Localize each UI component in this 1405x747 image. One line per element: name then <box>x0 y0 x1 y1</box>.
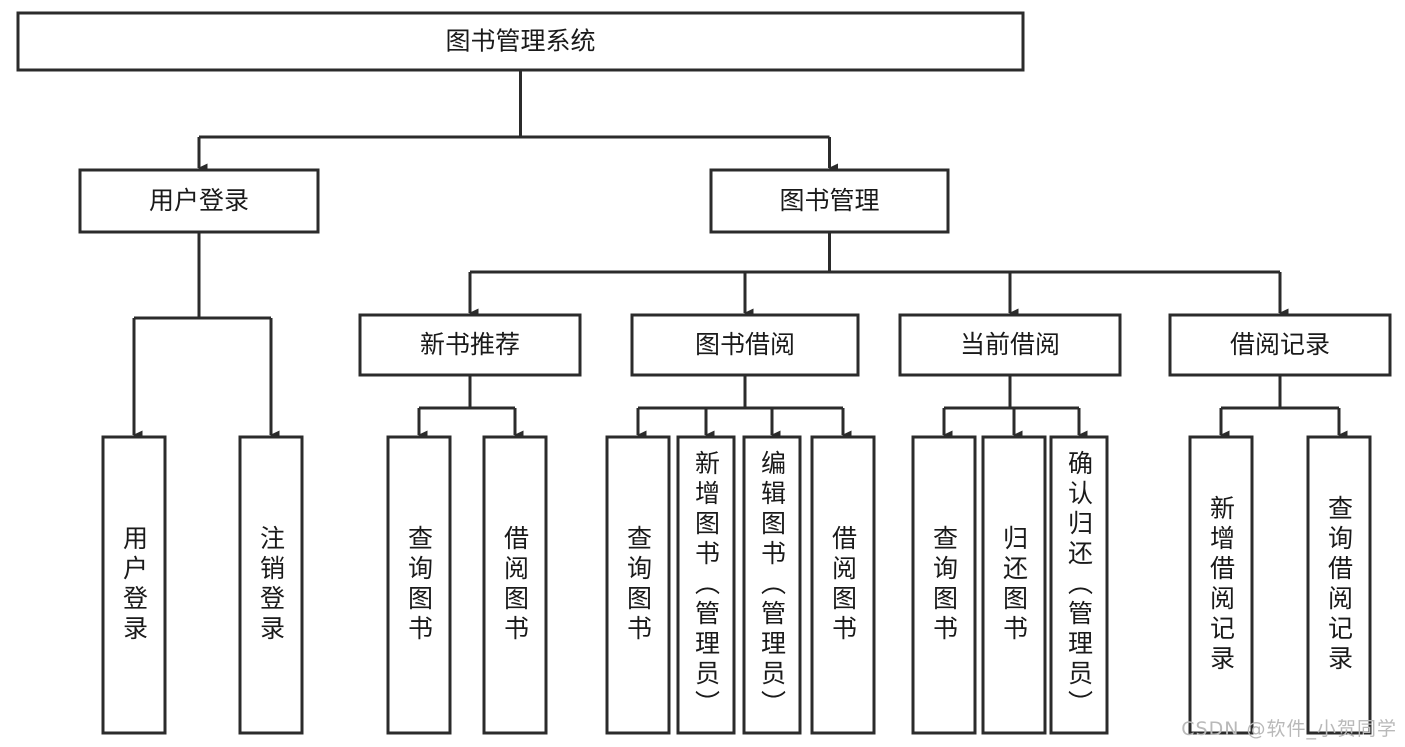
node-user-login-label: 用户登录 <box>149 186 249 215</box>
node-borrow-record-label: 借阅记录 <box>1230 330 1330 359</box>
node-book-management-box[interactable] <box>709 168 950 234</box>
node-leaf-confirm-return-admin-box[interactable] <box>1049 435 1109 735</box>
node-root-box[interactable] <box>16 11 1025 72</box>
node-current-borrow-label: 当前借阅 <box>960 330 1060 359</box>
node-leaf-add-borrow-record-box[interactable] <box>1188 435 1254 735</box>
node-leaf-borrow-book-box[interactable] <box>810 435 876 735</box>
csdn-watermark: CSDN @软件_小贺同学 <box>1181 718 1397 740</box>
node-leaf-query-book-current-box[interactable] <box>911 435 977 735</box>
node-box-layer <box>16 11 1392 735</box>
node-leaf-edit-book-admin-box[interactable] <box>742 435 802 735</box>
node-book-management-label: 图书管理 <box>779 186 879 215</box>
node-leaf-query-book-borrow-box[interactable] <box>605 435 671 735</box>
connector-layer <box>132 70 1348 440</box>
node-leaf-logout-login-box[interactable] <box>238 435 304 735</box>
node-borrow-record-box[interactable] <box>1168 313 1392 377</box>
node-leaf-query-borrow-record-box[interactable] <box>1306 435 1372 735</box>
node-leaf-query-book-recommend-box[interactable] <box>386 435 452 735</box>
node-book-borrow-label: 图书借阅 <box>695 330 795 359</box>
node-leaf-add-book-admin-box[interactable] <box>676 435 736 735</box>
node-user-login-box[interactable] <box>78 168 320 234</box>
node-new-book-recommend-box[interactable] <box>358 313 582 377</box>
node-new-book-recommend-label: 新书推荐 <box>420 330 520 359</box>
node-leaf-user-login-box[interactable] <box>101 435 167 735</box>
node-leaf-return-book-box[interactable] <box>981 435 1047 735</box>
node-root-label: 图书管理系统 <box>445 27 595 56</box>
node-book-borrow-box[interactable] <box>630 313 860 377</box>
node-leaf-borrow-book-recommend-box[interactable] <box>482 435 548 735</box>
node-current-borrow-box[interactable] <box>898 313 1122 377</box>
